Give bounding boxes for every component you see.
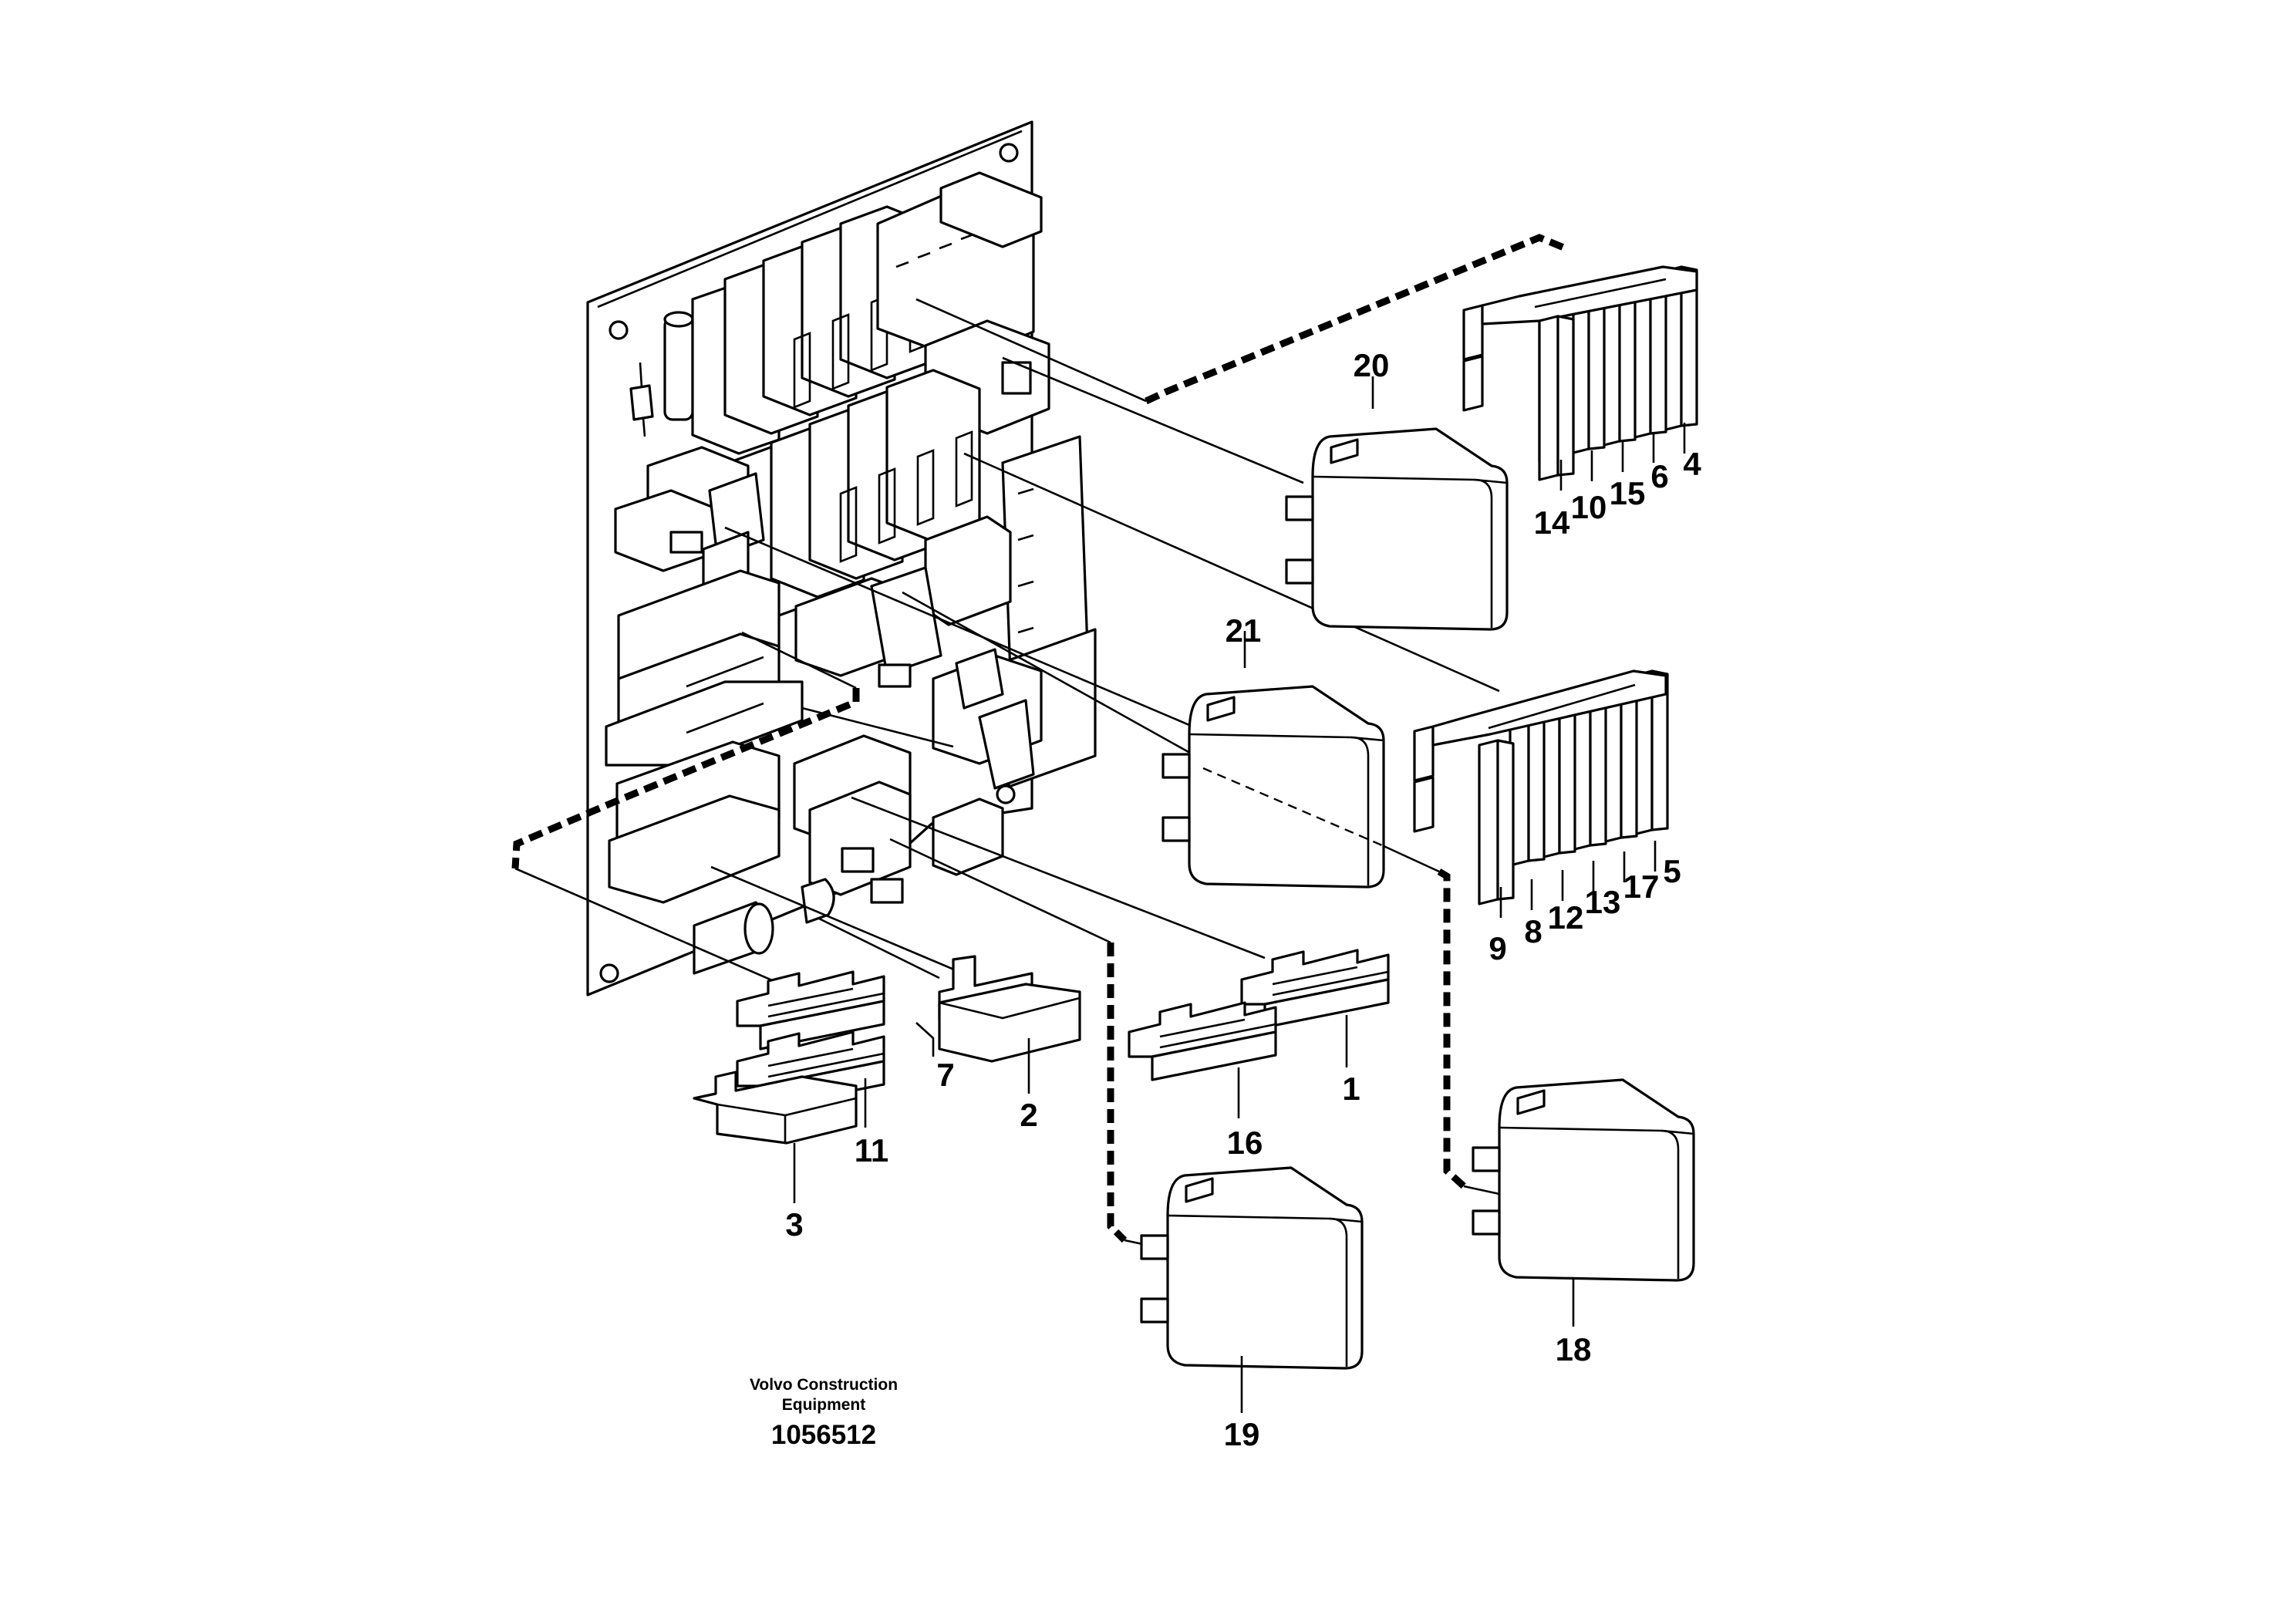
- manufacturer-line-1: Volvo Construction: [750, 1376, 898, 1394]
- fuse-group-lower[interactable]: [1413, 669, 1669, 905]
- fuse-relay-board: [586, 120, 1097, 996]
- callout-16: 16: [1227, 1125, 1263, 1161]
- callout-15: 15: [1610, 475, 1646, 511]
- relay-18[interactable]: [1472, 1078, 1695, 1282]
- callout-8: 8: [1524, 913, 1542, 949]
- relay-21[interactable]: [1161, 685, 1385, 889]
- relay-19[interactable]: [1140, 1166, 1364, 1370]
- callout-4: 4: [1683, 446, 1701, 482]
- callout-14: 14: [1534, 504, 1570, 541]
- callout-17: 17: [1623, 868, 1660, 905]
- callout-7: 7: [936, 1057, 954, 1093]
- callout-20: 20: [1354, 347, 1390, 383]
- callout-numbers: 14 10 15 6 4 20 21 9 8 12 13 17 5 7 2 1 …: [785, 347, 1701, 1452]
- callout-3: 3: [785, 1206, 803, 1243]
- fuse-16[interactable]: [1128, 1001, 1277, 1081]
- callout-11: 11: [855, 1132, 888, 1168]
- callout-13: 13: [1585, 884, 1621, 920]
- fuse-group-upper[interactable]: [1462, 265, 1698, 481]
- leader-lines: [511, 234, 1567, 1251]
- callout-5: 5: [1663, 853, 1681, 889]
- callout-1: 1: [1342, 1071, 1360, 1107]
- callout-2: 2: [1020, 1097, 1037, 1133]
- callout-10: 10: [1571, 489, 1607, 525]
- drawing-part-number: 1056512: [771, 1420, 876, 1450]
- callout-9: 9: [1489, 930, 1506, 966]
- callout-18: 18: [1556, 1331, 1592, 1367]
- relay-20[interactable]: [1285, 427, 1509, 631]
- callout-21: 21: [1226, 612, 1262, 649]
- fuse-2[interactable]: [938, 955, 1081, 1063]
- fuse-3[interactable]: [693, 1071, 858, 1145]
- fuse-7[interactable]: [736, 970, 885, 1050]
- callout-12: 12: [1548, 899, 1584, 936]
- credit-block: Volvo Construction Equipment 1056512: [750, 1376, 898, 1450]
- callout-leaders: [793, 376, 1686, 1413]
- manufacturer-line-2: Equipment: [782, 1396, 866, 1414]
- callout-6: 6: [1650, 458, 1668, 494]
- callout-19: 19: [1224, 1416, 1260, 1452]
